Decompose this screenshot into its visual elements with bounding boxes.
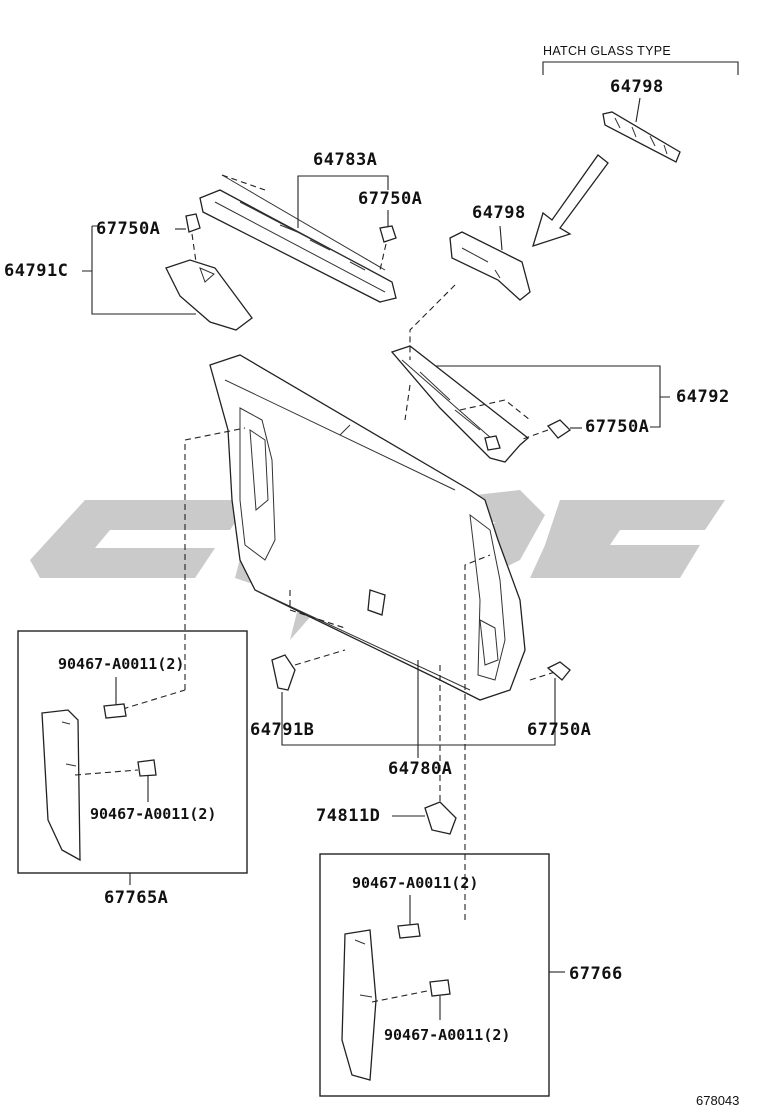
label-64780A: 64780A <box>388 759 452 779</box>
part-64792: 64792 <box>390 345 730 463</box>
hatch-glass-type-bracket: HATCH GLASS TYPE <box>542 44 739 75</box>
label-90467-d: 90467-A0011(2) <box>384 1026 510 1044</box>
label-67750A-left: 67750A <box>96 219 160 239</box>
label-64798-top: 64798 <box>610 77 664 97</box>
label-90467-b: 90467-A0011(2) <box>90 805 216 823</box>
part-64791B: 64791B <box>250 654 556 746</box>
label-64783A: 64783A <box>313 150 377 170</box>
direction-arrow <box>532 154 609 248</box>
figure-number: 678043 <box>696 1093 739 1108</box>
clip-67750A-right: 67750A <box>519 417 649 441</box>
dashed-connectors <box>112 284 556 920</box>
label-64792: 64792 <box>676 387 730 407</box>
label-67750A-bottom: 67750A <box>527 720 591 740</box>
label-90467-a: 90467-A0011(2) <box>58 655 184 673</box>
label-74811D: 74811D <box>316 806 380 826</box>
label-67750A-right: 67750A <box>585 417 649 437</box>
hatch-glass-type-label: HATCH GLASS TYPE <box>543 44 671 58</box>
label-group-64780A: 64780A <box>388 660 452 779</box>
label-67766: 67766 <box>569 964 623 984</box>
part-64798-mid: 64798 <box>449 203 531 301</box>
label-67750A-top: 67750A <box>358 189 422 209</box>
part-64791C: 64791C <box>4 225 253 331</box>
box-67766: 90467-A0011(2) 90467-A0011(2) 67766 <box>319 853 623 1097</box>
clip-67750A-bottom: 67750A <box>527 661 591 740</box>
clip-67750A-left: 67750A <box>96 213 201 263</box>
label-64798-mid: 64798 <box>472 203 526 223</box>
label-64791C: 64791C <box>4 261 68 281</box>
part-64798-top: 64798 <box>602 77 681 163</box>
part-64783A: 64783A <box>199 150 397 303</box>
part-74811D: 74811D <box>316 801 457 835</box>
box-67765A: 90467-A0011(2) 90467-A0011(2) 67765A <box>17 630 248 908</box>
label-90467-c: 90467-A0011(2) <box>352 874 478 892</box>
clip-67750A-top: 67750A <box>358 189 422 271</box>
label-67765A: 67765A <box>104 888 168 908</box>
part-64780A-main-panel <box>209 354 526 701</box>
